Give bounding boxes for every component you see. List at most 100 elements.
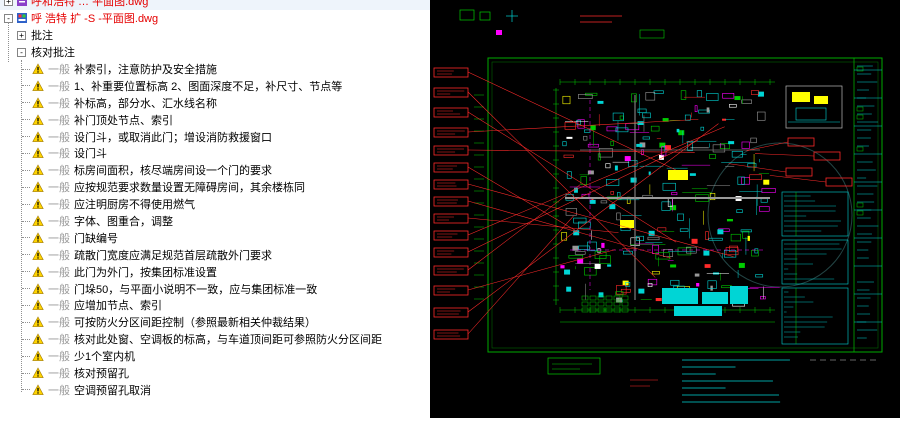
annotation-item[interactable]: 一般 空调预留孔取消 (0, 381, 430, 398)
tree-connector (22, 153, 30, 154)
annotation-severity: 一般 (48, 314, 70, 330)
annotation-item[interactable]: 一般 门缺编号 (0, 229, 430, 246)
annotation-text: 少1个室内机 (74, 348, 135, 364)
tree-connector (22, 102, 30, 103)
annotation-text: 门垛50，与平面小说明不一致，应与集团标准一致 (74, 281, 317, 297)
annotation-item[interactable]: 一般 补门顶处节点、索引 (0, 111, 430, 128)
expander-icon[interactable]: + (17, 31, 26, 40)
warning-icon (32, 80, 44, 92)
file-item[interactable]: + 呼和浩特 … 平面图.dwg (0, 0, 430, 10)
warning-icon (32, 215, 44, 227)
tree-connector (22, 136, 30, 137)
annotation-severity: 一般 (48, 179, 70, 195)
annotation-item[interactable]: 一般 核对此处窗、空调板的标高，与车道顶间距可参照防火分区间距 (0, 331, 430, 348)
annotation-text: 补标高，部分水、汇水线名称 (74, 95, 217, 111)
tree-connector (22, 373, 30, 374)
tree-connector (22, 271, 30, 272)
annotation-text: 核对预留孔 (74, 365, 129, 381)
tree-connector (22, 389, 30, 390)
annotation-tree-panel: + 呼和浩特 … 平面图.dwg - 呼 浩特 扩 -S -平面图.dwg (0, 0, 430, 418)
tree-connector (22, 237, 30, 238)
annotation-item[interactable]: 一般 字体、图重合，调整 (0, 213, 430, 230)
dwg-file-icon (16, 12, 28, 24)
annotation-item[interactable]: 一般 门垛50，与平面小说明不一致，应与集团标准一致 (0, 280, 430, 297)
annotation-text: 应增加节点、索引 (74, 297, 162, 313)
annotation-text: 门缺编号 (74, 230, 118, 246)
annotation-text: 字体、图重合，调整 (74, 213, 173, 229)
tree-connector (22, 254, 30, 255)
warning-icon (32, 299, 44, 311)
annotation-item[interactable]: 一般 可按防火分区间距控制（参照最新相关仲裁结果） (0, 314, 430, 331)
annotation-text: 核对此处窗、空调板的标高，与车道顶间距可参照防火分区间距 (74, 331, 382, 347)
annotation-severity: 一般 (48, 281, 70, 297)
annotation-item[interactable]: 一般 补索引，注意防护及安全措施 (0, 61, 430, 78)
annotation-items-list: 一般 补索引，注意防护及安全措施 一般 1、补重要位置标高 2、图面深度不足，补… (0, 61, 430, 399)
file-item[interactable]: - 呼 浩特 扩 -S -平面图.dwg (0, 10, 430, 27)
annotation-severity: 一般 (48, 196, 70, 212)
tree-connector (22, 221, 30, 222)
annotation-item[interactable]: 一般 1、补重要位置标高 2、图面深度不足，补尺寸、节点等 (0, 77, 430, 94)
annotation-text: 设门斗，或取消此门；增设消防救援窗口 (74, 129, 272, 145)
tree-connector (22, 187, 30, 188)
annotation-text: 补索引，注意防护及安全措施 (74, 61, 217, 77)
tree-guide-line (8, 22, 9, 62)
tree-node-check-annotations[interactable]: - 核对批注 (0, 44, 430, 61)
tree-connector (22, 339, 30, 340)
annotation-item[interactable]: 一般 应按规范要求数量设置无障碍房间，其余楼栋同 (0, 179, 430, 196)
warning-icon (32, 232, 44, 244)
annotation-severity: 一般 (48, 112, 70, 128)
warning-icon (32, 147, 44, 159)
annotation-item[interactable]: 一般 应注明厨房不得使用燃气 (0, 196, 430, 213)
warning-icon (32, 350, 44, 362)
tree-guide-line (21, 60, 22, 392)
warning-icon (32, 249, 44, 261)
annotation-item[interactable]: 一般 少1个室内机 (0, 348, 430, 365)
tree-node-annotations[interactable]: + 批注 (0, 27, 430, 44)
cad-viewport[interactable] (430, 0, 900, 418)
annotation-text: 疏散门宽度应满足规范首层疏散外门要求 (74, 247, 272, 263)
warning-icon (32, 198, 44, 210)
tree-connector (22, 170, 30, 171)
annotation-severity: 一般 (48, 145, 70, 161)
warning-icon (32, 367, 44, 379)
annotation-item[interactable]: 一般 补标高，部分水、汇水线名称 (0, 94, 430, 111)
annotation-severity: 一般 (48, 264, 70, 280)
annotation-severity: 一般 (48, 247, 70, 263)
annotation-text: 标房间面积，核尽端房间设一个门的要求 (74, 162, 272, 178)
tree-node-label: 批注 (31, 27, 53, 43)
warning-icon (32, 181, 44, 193)
warning-icon (32, 63, 44, 75)
annotation-item[interactable]: 一般 此门为外门，按集团标准设置 (0, 263, 430, 280)
annotation-severity: 一般 (48, 230, 70, 246)
annotation-item[interactable]: 一般 核对预留孔 (0, 365, 430, 382)
annotation-item[interactable]: 一般 设门斗，或取消此门；增设消防救援窗口 (0, 128, 430, 145)
tree-connector (22, 119, 30, 120)
warning-icon (32, 333, 44, 345)
dwg-file-icon (16, 0, 28, 7)
annotation-severity: 一般 (48, 348, 70, 364)
annotation-item[interactable]: 一般 标房间面积，核尽端房间设一个门的要求 (0, 162, 430, 179)
annotation-severity: 一般 (48, 365, 70, 381)
annotation-item[interactable]: 一般 应增加节点、索引 (0, 297, 430, 314)
file-name: 呼和浩特 … 平面图.dwg (31, 0, 148, 9)
annotation-text: 应按规范要求数量设置无障碍房间，其余楼栋同 (74, 179, 305, 195)
tree-connector (22, 69, 30, 70)
annotation-text: 1、补重要位置标高 2、图面深度不足，补尺寸、节点等 (74, 78, 342, 94)
warning-icon (32, 283, 44, 295)
expander-icon[interactable]: - (17, 48, 26, 57)
cad-drawing[interactable] (430, 0, 900, 418)
annotation-item[interactable]: 一般 设门斗 (0, 145, 430, 162)
annotation-severity: 一般 (48, 382, 70, 398)
expander-icon[interactable]: + (4, 0, 13, 6)
warning-icon (32, 114, 44, 126)
annotation-severity: 一般 (48, 213, 70, 229)
annotation-severity: 一般 (48, 78, 70, 94)
annotation-text: 应注明厨房不得使用燃气 (74, 196, 195, 212)
warning-icon (32, 164, 44, 176)
tree-connector (22, 305, 30, 306)
warning-icon (32, 131, 44, 143)
annotation-item[interactable]: 一般 疏散门宽度应满足规范首层疏散外门要求 (0, 246, 430, 263)
tree-connector (22, 356, 30, 357)
annotation-severity: 一般 (48, 162, 70, 178)
tree-connector (22, 288, 30, 289)
